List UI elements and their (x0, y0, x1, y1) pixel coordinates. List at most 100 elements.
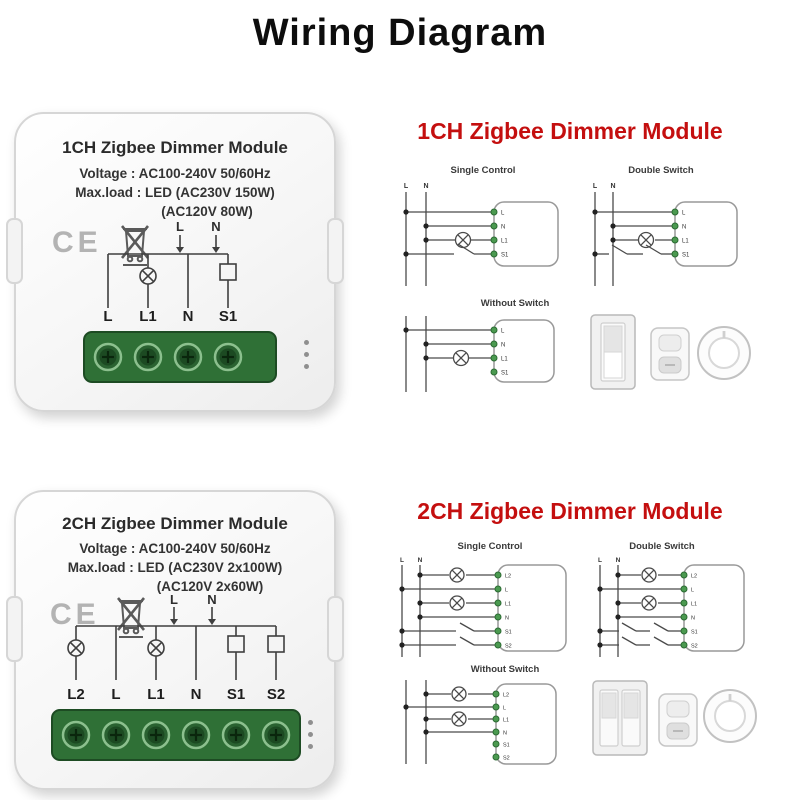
product-photo-2ch-module: 2CH Zigbee Dimmer Module Voltage : AC100… (6, 490, 344, 790)
line-label-n: N (610, 183, 615, 190)
weee-bin-icon (116, 597, 146, 638)
face-wires (75, 607, 277, 680)
mini-terminal-label: L2 (503, 693, 509, 699)
mini-terminal-label: L2 (691, 574, 697, 580)
vent-hole (304, 352, 309, 357)
mini-terminal-label: L1 (682, 239, 689, 245)
relay-symbol (267, 635, 285, 653)
terminal-strip-2ch (51, 709, 301, 761)
relay-symbol (227, 635, 245, 653)
lamp-symbol (452, 349, 470, 367)
diagram-wires (405, 680, 496, 764)
line-label-l: L (593, 183, 598, 190)
diagram-label-single-control: Single Control (457, 541, 523, 552)
mini-terminal-label: S2 (691, 644, 698, 650)
mini-terminal-label: S1 (682, 253, 690, 259)
section-1ch-heading: 1CH Zigbee Dimmer Module (417, 118, 723, 144)
terminal-label: N (190, 686, 202, 703)
relay-symbol (219, 263, 237, 281)
module-1ch-name: 1CH Zigbee Dimmer Module (62, 138, 288, 157)
mini-terminal-label: L1 (691, 602, 697, 608)
lamp-symbol (641, 567, 657, 583)
mini-terminal-label: N (691, 616, 695, 622)
mini-terminal-label: S1 (505, 630, 512, 636)
mini-module (683, 564, 745, 652)
mini-module (495, 683, 557, 765)
mini-terminals (492, 690, 500, 761)
face-schematic-1ch: L N (107, 219, 237, 308)
mini-terminal-label: S1 (691, 630, 698, 636)
diagram-1ch-single-control: L N L N L1 S1 (403, 183, 559, 286)
mini-module (493, 319, 555, 383)
vent-holes (304, 340, 309, 376)
mini-terminal-label: S1 (503, 743, 510, 749)
terminal-label: L (111, 686, 121, 703)
mini-terminal-label: L1 (501, 239, 508, 245)
vent-hole (308, 720, 313, 725)
face-label-n: N (207, 592, 216, 607)
remote-dimmer-switch (650, 327, 690, 381)
terminal-label: L (103, 308, 113, 325)
lamp-symbol (449, 567, 465, 583)
junction-dots (592, 209, 616, 257)
diagram-1ch-double-switch: L N L N L1 S1 (592, 183, 738, 286)
mini-terminal-label: L (682, 211, 686, 217)
diagram-label-single-control: Single Control (450, 165, 516, 176)
face-label-l: L (170, 592, 178, 607)
module-2ch-max-load: Max.load : LED (AC230V 2x100W) (67, 560, 283, 575)
wall-switch-double (592, 680, 648, 756)
terminal-screws (93, 342, 243, 372)
module-1ch-max-load: Max.load : LED (AC230V 150W) (75, 185, 275, 200)
mini-terminals (671, 208, 679, 258)
vent-hole (308, 744, 313, 749)
diagram-wires (405, 316, 494, 392)
module-1ch-voltage: Voltage : AC100-240V 50/60Hz (79, 166, 271, 181)
lamp-symbol (641, 595, 657, 611)
terminal-label: L1 (147, 686, 165, 703)
mini-module (497, 564, 567, 652)
vent-hole (304, 364, 309, 369)
line-label-l: L (598, 557, 602, 564)
mini-terminal-label: L (501, 211, 505, 217)
face-wires (107, 235, 229, 308)
line-label-n: N (616, 557, 621, 564)
lamp-symbol (451, 711, 467, 727)
mini-terminals (680, 571, 688, 649)
lamp-symbol (449, 595, 465, 611)
vent-hole (308, 732, 313, 737)
mini-terminal-label: L (691, 588, 694, 594)
lamp-symbol (454, 231, 472, 249)
mini-terminal-label: N (682, 225, 686, 231)
terminal-label: L2 (67, 686, 85, 703)
terminal-strip-1ch (83, 331, 277, 383)
lamp-symbol (147, 639, 165, 657)
product-photo-1ch-module: 1CH Zigbee Dimmer Module Voltage : AC100… (6, 112, 344, 412)
face-schematic-2ch: L N (67, 592, 285, 680)
line-label-l: L (404, 183, 409, 190)
module-mount-tab-left (6, 218, 23, 284)
diagram-wires (599, 565, 684, 657)
line-label-n: N (418, 557, 423, 564)
face-label-n: N (211, 219, 220, 234)
lamp-symbol (451, 686, 467, 702)
junction-dots (399, 572, 423, 648)
remote-dimmer-switch (658, 693, 698, 747)
junction-dots (403, 691, 429, 735)
terminal-label: S2 (266, 686, 286, 703)
line-label-l: L (400, 557, 404, 564)
mini-module (674, 201, 738, 267)
mini-terminal-label: L (503, 706, 506, 712)
mini-terminal-label: S1 (501, 253, 509, 259)
vent-hole (304, 340, 309, 345)
mini-terminal-label: N (503, 731, 507, 737)
mini-terminal-label: N (505, 616, 509, 622)
module-mount-tab-right (327, 218, 344, 284)
vent-holes (308, 720, 313, 756)
arrow-down-n (208, 619, 216, 625)
face-label-l: L (176, 219, 184, 234)
arrow-down-l (170, 619, 178, 625)
diagram-wires (405, 192, 494, 286)
junction-dots (403, 209, 429, 257)
section-2ch-heading: 2CH Zigbee Dimmer Module (417, 498, 723, 524)
